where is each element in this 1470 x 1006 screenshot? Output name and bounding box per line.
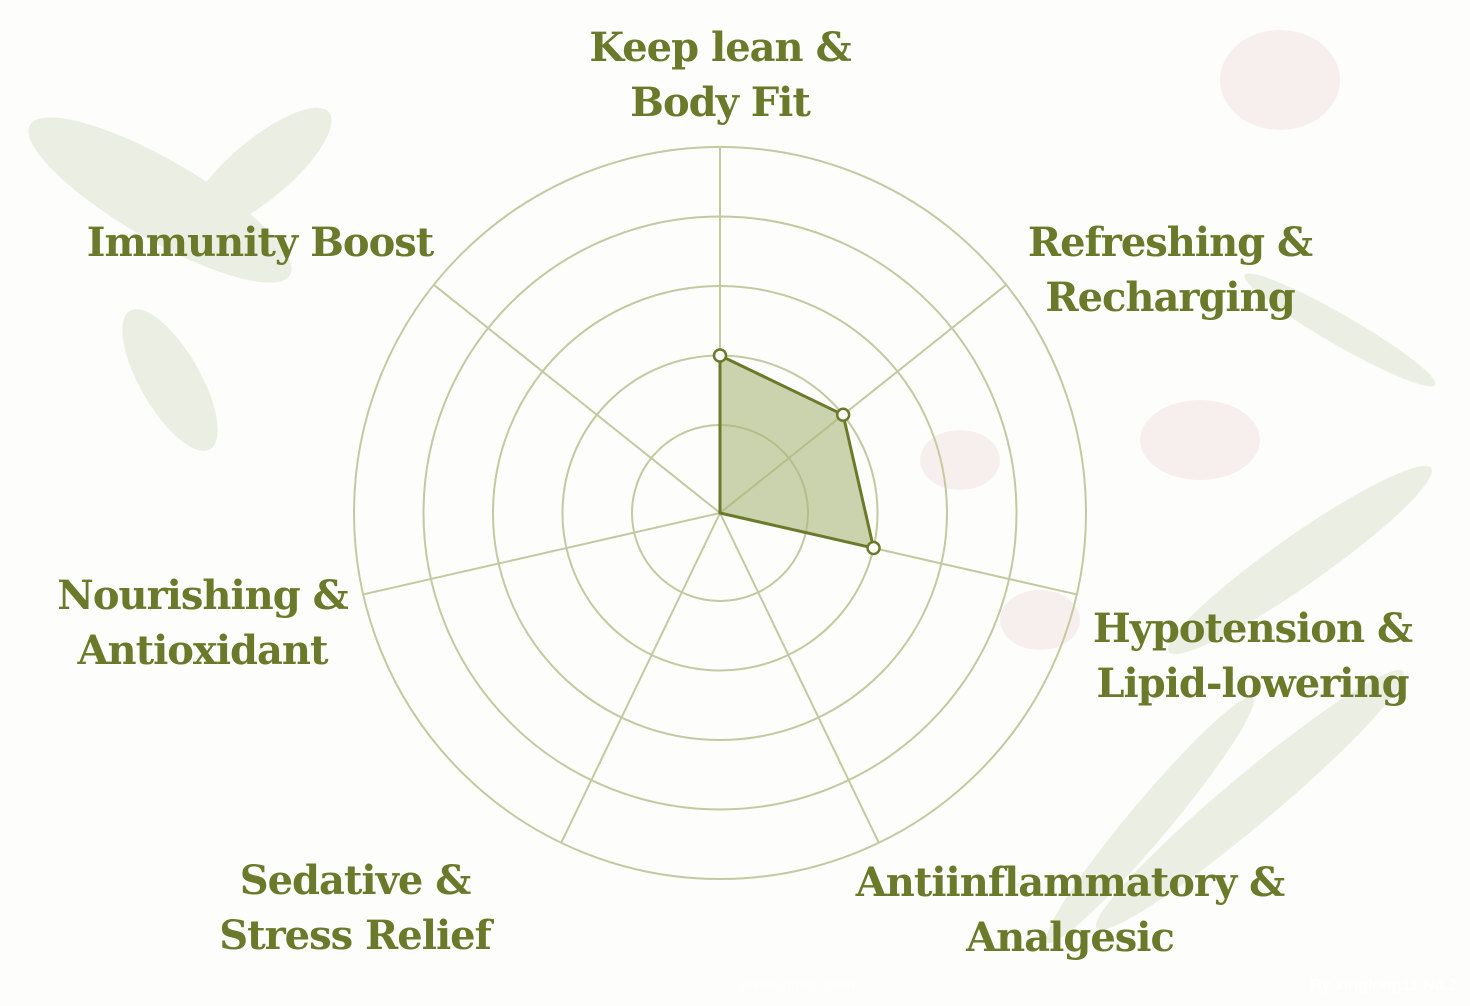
- watermark-author: By xinglong11 No.2: [1310, 977, 1458, 994]
- series-area: [718, 354, 876, 550]
- data-point: [835, 407, 851, 423]
- data-point: [712, 348, 728, 363]
- watermark-site: www.nipic.com: [740, 977, 856, 994]
- data-point: [866, 540, 881, 556]
- axis-label-immunity: Immunity Boost: [86, 219, 435, 266]
- axis-label-nourishing: Nourishing &Antioxidant: [57, 572, 348, 674]
- axis-label-refreshing: Refreshing &Recharging: [1027, 219, 1313, 321]
- axis-spoke: [719, 512, 880, 844]
- axis-spoke: [362, 512, 721, 596]
- axis-label-keep-lean: Keep lean &Body Fit: [589, 24, 851, 126]
- axis-spoke: [560, 512, 721, 844]
- axis-label-antiinflammatory: Antiinflammatory &Analgesic: [855, 859, 1285, 961]
- axis-label-hypotension: Hypotension &Lipid-lowering: [1092, 605, 1413, 707]
- axis-label-sedative: Sedative &Stress Relief: [219, 857, 492, 959]
- axis-spoke: [433, 284, 721, 514]
